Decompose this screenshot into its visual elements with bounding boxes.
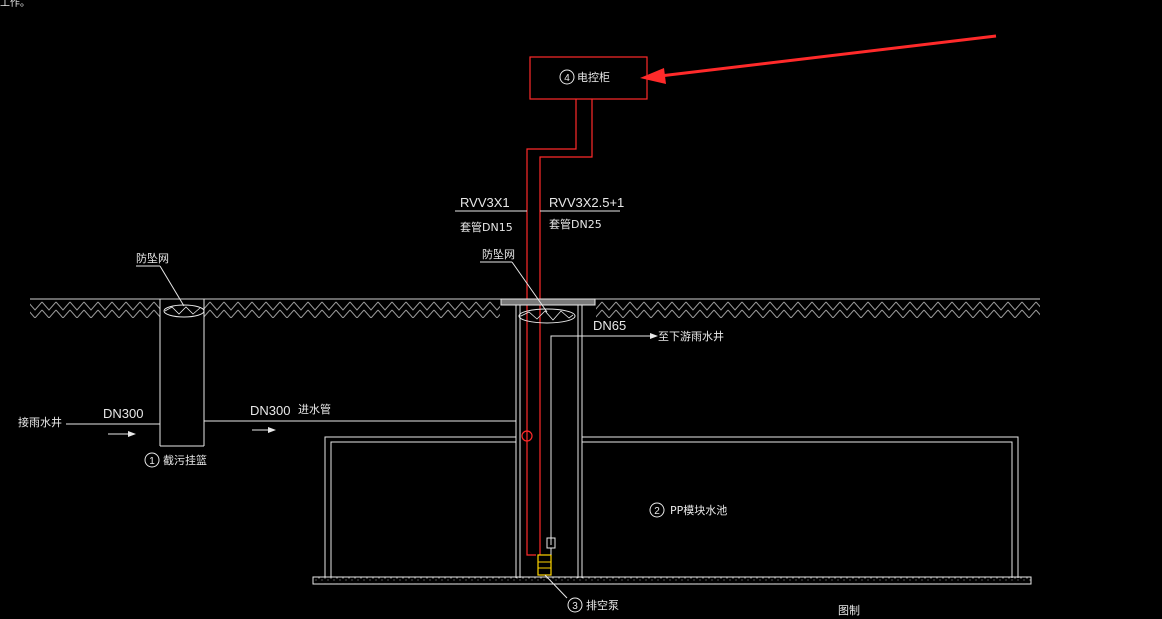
drawing-caption: 图制	[838, 604, 860, 617]
ground-surface	[30, 298, 1040, 318]
control-cabinet[interactable]: 4 电控柜	[529, 56, 648, 100]
inlet-source-label: 接雨水井	[18, 415, 62, 429]
pp-module-tank	[324, 436, 1019, 578]
red-pointer-arrow	[640, 34, 997, 84]
inlet-pipe-2: DN300 进水管	[204, 402, 516, 433]
item-1-label: 截污挂篮	[163, 453, 207, 467]
cable-right-spec: RVV3X2.5+1	[549, 195, 624, 210]
outlet-pipe-size: DN65	[593, 318, 626, 333]
cabinet-label: 电控柜	[577, 70, 610, 84]
item-2-label: PP模块水池	[670, 504, 727, 517]
item-3-number: 3	[572, 601, 578, 612]
inlet-pipe-1-size: DN300	[103, 406, 143, 421]
cable-left-sleeve: 套管DN15	[460, 220, 513, 234]
inlet-pipe-2-label: 进水管	[298, 402, 331, 416]
item-2-number: 2	[654, 506, 660, 517]
cable-left-spec: RVV3X1	[460, 195, 510, 210]
drain-pump[interactable]	[537, 537, 568, 599]
item-3-label: 排空泵	[586, 598, 619, 612]
red-cables	[521, 99, 593, 556]
outlet-pipe: DN65 至下游雨水井	[550, 318, 724, 545]
center-shaft	[500, 298, 596, 578]
top-left-text: 工作。	[0, 0, 30, 9]
cabinet-number: 4	[564, 73, 570, 84]
basket-chamber	[159, 299, 205, 447]
outlet-pipe-destination: 至下游雨水井	[658, 329, 724, 343]
cable-right-sleeve: 套管DN25	[549, 217, 602, 231]
inlet-pipe-2-size: DN300	[250, 403, 290, 418]
base-slab	[312, 576, 1032, 585]
anti-fall-net-left: 防坠网	[136, 251, 205, 318]
anti-fall-net-left-label: 防坠网	[136, 251, 169, 265]
item-callout-1: 1 截污挂篮	[144, 452, 207, 468]
item-1-number: 1	[149, 456, 155, 467]
cable-right-label: RVV3X2.5+1 套管DN25	[540, 195, 624, 231]
anti-fall-net-center-label: 防坠网	[482, 247, 515, 261]
item-callout-3: 3 排空泵	[567, 597, 619, 613]
anti-fall-net-center: 防坠网	[480, 247, 576, 324]
inlet-pipe-1: 接雨水井 DN300	[18, 406, 160, 437]
item-callout-2: 2 PP模块水池	[649, 502, 727, 518]
cable-left-label: RVV3X1 套管DN15	[455, 195, 527, 234]
